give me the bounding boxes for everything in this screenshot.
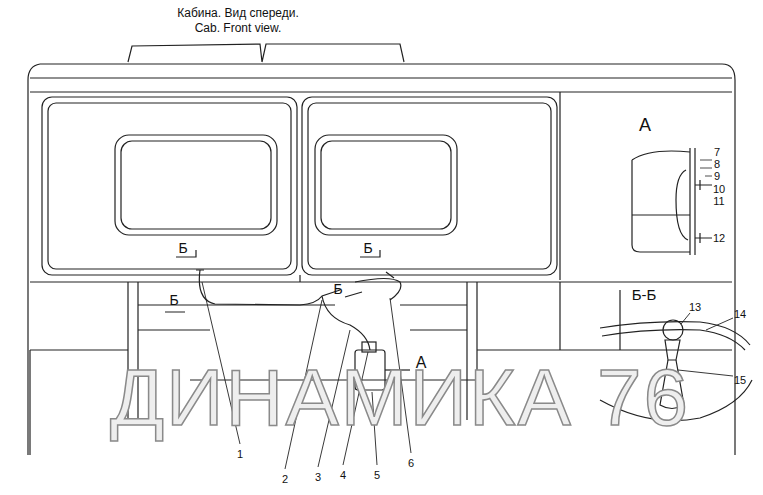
callout-number: 13 [689, 301, 701, 313]
callout-number: 8 [714, 158, 720, 170]
section-mark: Б [333, 282, 342, 297]
callout-number: 5 [374, 469, 380, 481]
callout-number: 7 [714, 146, 720, 158]
callout-number: 1 [237, 448, 243, 460]
callout-number: 10 [713, 183, 725, 195]
section-mark: Б [178, 241, 187, 256]
callout-number: 11 [713, 195, 724, 207]
callout-number: 14 [734, 308, 746, 320]
section-mark: Б [169, 293, 178, 308]
callout-number: 9 [714, 170, 720, 182]
callout-number: 2 [282, 473, 288, 485]
callout-number: 12 [713, 232, 725, 244]
callout-number: 15 [734, 374, 746, 386]
view-letter: А [639, 116, 651, 136]
section-name: Б-Б [632, 287, 657, 304]
watermark: ДИНАМИКА 76 [110, 354, 690, 442]
title: Кабина. Вид спереди. Cab. Front view. [163, 6, 313, 36]
callout-number: 4 [340, 469, 346, 481]
section-mark: Б [363, 241, 372, 256]
callout-number: 6 [408, 457, 414, 469]
callout-number: 3 [315, 471, 321, 483]
